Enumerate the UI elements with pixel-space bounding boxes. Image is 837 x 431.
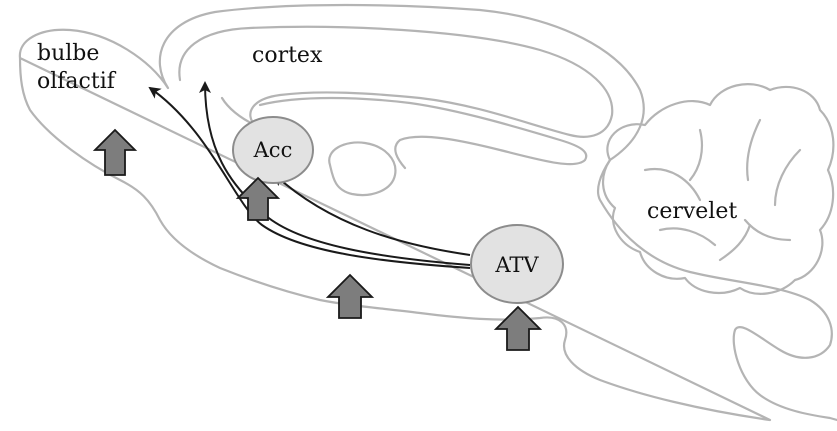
cerebellum-label: cervelet: [647, 199, 737, 224]
thalamus-outline: [328, 141, 397, 197]
up-arrow-acc: [235, 176, 281, 221]
olfactory-bulb-label-line1: bulbe: [37, 41, 99, 66]
up-arrow-olfactory: [92, 128, 138, 176]
atv-nucleus: [470, 224, 564, 304]
up-arrow-atv: [493, 305, 543, 351]
acc-label: Acc: [253, 138, 293, 162]
pathway-atv-to-acc: [273, 173, 471, 256]
cortex-label: cortex: [252, 43, 323, 68]
cortex-fold: [178, 25, 614, 138]
up-arrow-middle: [325, 273, 375, 319]
atv-label: ATV: [494, 253, 539, 277]
pathway-atv-to-olfactory-bulb: [148, 86, 471, 269]
cerebellum-outline: [602, 83, 835, 295]
cerebellum-folia: [643, 118, 802, 262]
ventricle-outline: [258, 96, 588, 170]
olfactory-bulb-label-line2: olfactif: [37, 69, 117, 94]
acc-nucleus: [232, 116, 314, 184]
